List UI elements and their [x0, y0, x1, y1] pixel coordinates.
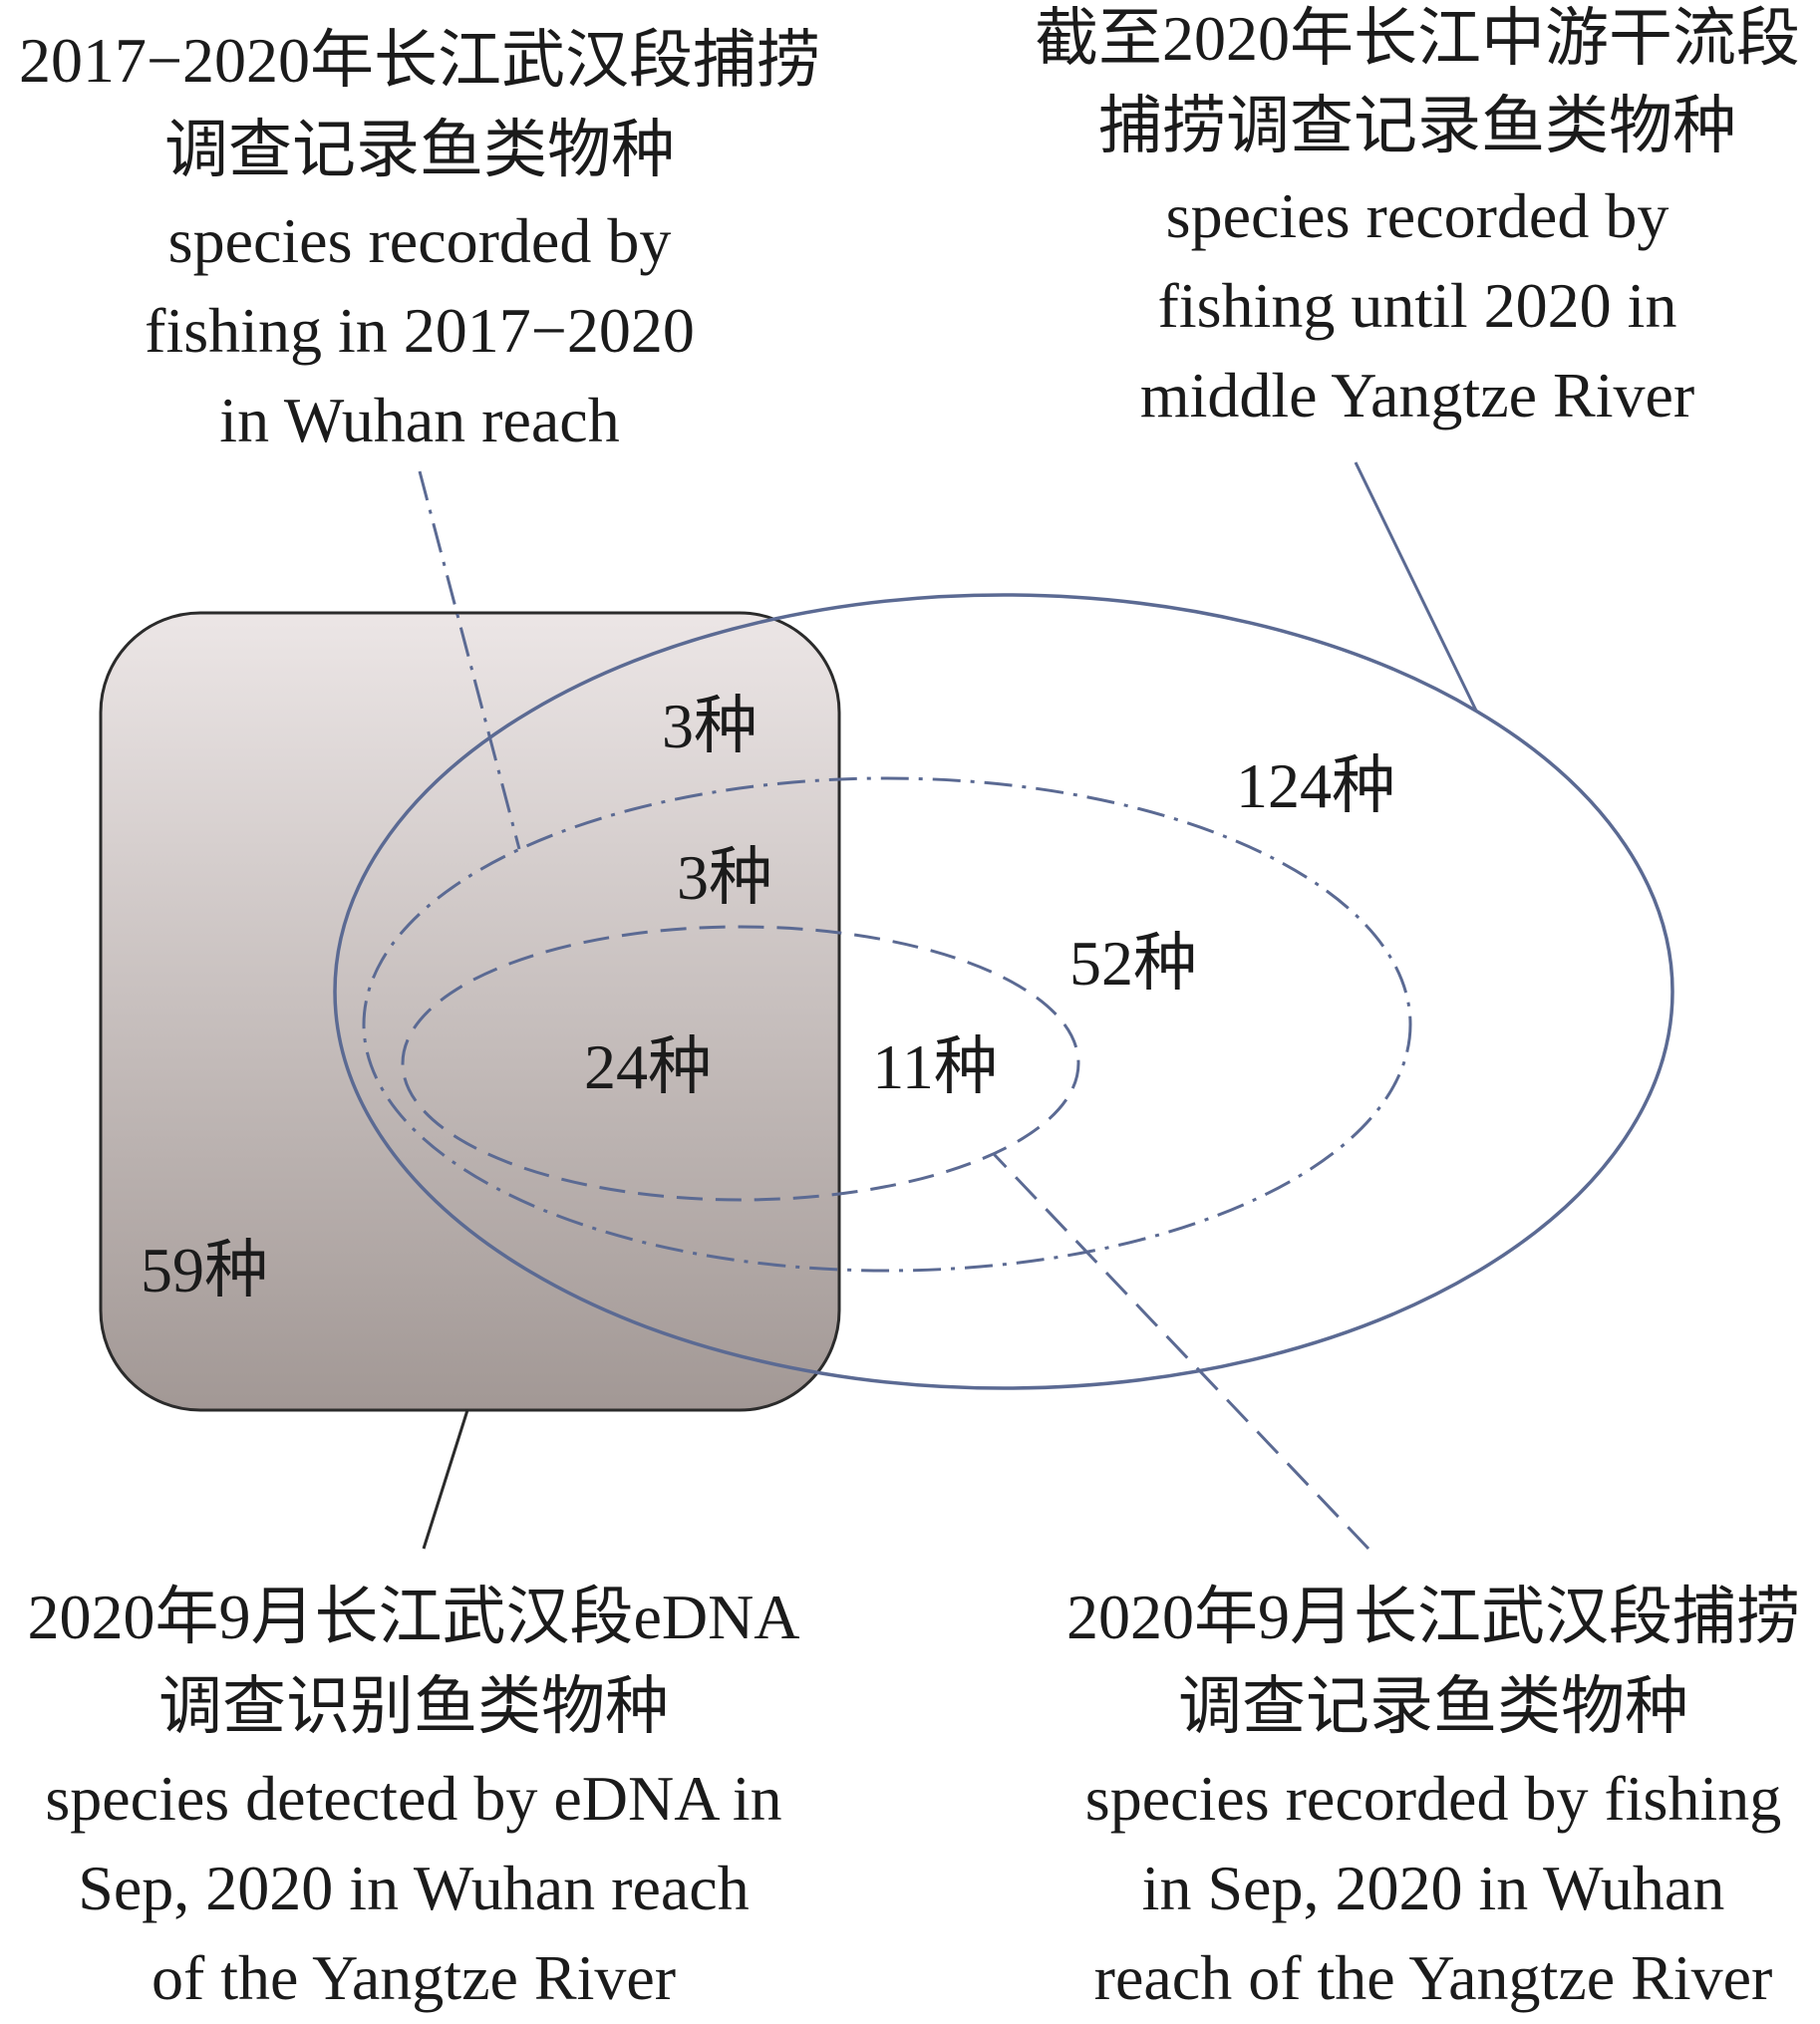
leader-line-wuhan-2017-2020	[418, 470, 521, 850]
set-label-middle-yangtze: 截至2020年长江中游干流段 捕捞调查记录鱼类物种 species record…	[1035, 3, 1800, 431]
set-label-line: 调查识别鱼类物种	[158, 1671, 669, 1742]
set-label-line: reach of the Yangtze River	[1094, 1942, 1773, 2013]
region-count-edna-wuhan-sep-2020: 24种	[584, 1031, 712, 1102]
set-label-line: fishing in 2017−2020	[145, 295, 695, 366]
set-label-line: middle Yangtze River	[1140, 360, 1694, 431]
set-label-line: 2020年9月长江武汉段eDNA	[27, 1582, 799, 1652]
set-label-line: fishing until 2020 in	[1158, 270, 1677, 341]
region-count-wuhan-sep-2020: 11种	[872, 1031, 998, 1102]
leader-line-edna	[422, 1409, 469, 1550]
set-wuhan-2017-2020-ellipse	[362, 776, 1412, 1273]
set-label-line: species recorded by fishing	[1085, 1763, 1781, 1834]
set-label-line: 2017−2020年长江武汉段捕捞	[19, 25, 820, 96]
set-wuhan-sep-2020-ellipse	[401, 925, 1080, 1202]
set-label-line: 调查记录鱼类物种	[164, 115, 675, 185]
set-label-line: 调查记录鱼类物种	[1178, 1671, 1688, 1742]
set-edna-sep-2020-box	[99, 611, 841, 1412]
region-counts: 3种 3种 124种 52种 24种 11种 59种	[141, 691, 1395, 1305]
set-label-wuhan-2017-2020: 2017−2020年长江武汉段捕捞 调查记录鱼类物种 species recor…	[19, 25, 820, 455]
region-count-middle-yangtze-only: 124种	[1236, 750, 1395, 821]
set-label-line: 2020年9月长江武汉段捕捞	[1066, 1582, 1800, 1652]
set-label-line: 截至2020年长江中游干流段	[1035, 3, 1800, 74]
region-count-edna-wuhan-2017-2020: 3种	[677, 842, 772, 913]
region-count-edna-middle-yangtze: 3种	[662, 691, 758, 761]
leader-line-wuhan-sep-2020	[992, 1152, 1370, 1551]
set-label-line: species recorded by	[168, 205, 672, 276]
region-count-edna-only: 59种	[141, 1235, 268, 1305]
set-label-line: in Wuhan reach	[219, 385, 619, 455]
leader-line-middle-yangtze	[1354, 461, 1478, 712]
region-count-wuhan-2017-2020: 52种	[1069, 928, 1197, 999]
set-label-line: Sep, 2020 in Wuhan reach	[78, 1853, 749, 1923]
set-label-wuhan-sep-2020: 2020年9月长江武汉段捕捞 调查记录鱼类物种 species recorded…	[1066, 1582, 1800, 2013]
set-label-line: species recorded by	[1166, 180, 1669, 251]
set-label-line: species detected by eDNA in	[45, 1763, 781, 1834]
set-middle-yangtze-ellipse	[333, 593, 1674, 1390]
set-label-line: 捕捞调查记录鱼类物种	[1098, 91, 1736, 161]
set-label-line: in Sep, 2020 in Wuhan	[1142, 1853, 1725, 1923]
set-label-edna-sep-2020: 2020年9月长江武汉段eDNA 调查识别鱼类物种 species detect…	[27, 1582, 799, 2013]
set-label-line: of the Yangtze River	[152, 1942, 676, 2013]
